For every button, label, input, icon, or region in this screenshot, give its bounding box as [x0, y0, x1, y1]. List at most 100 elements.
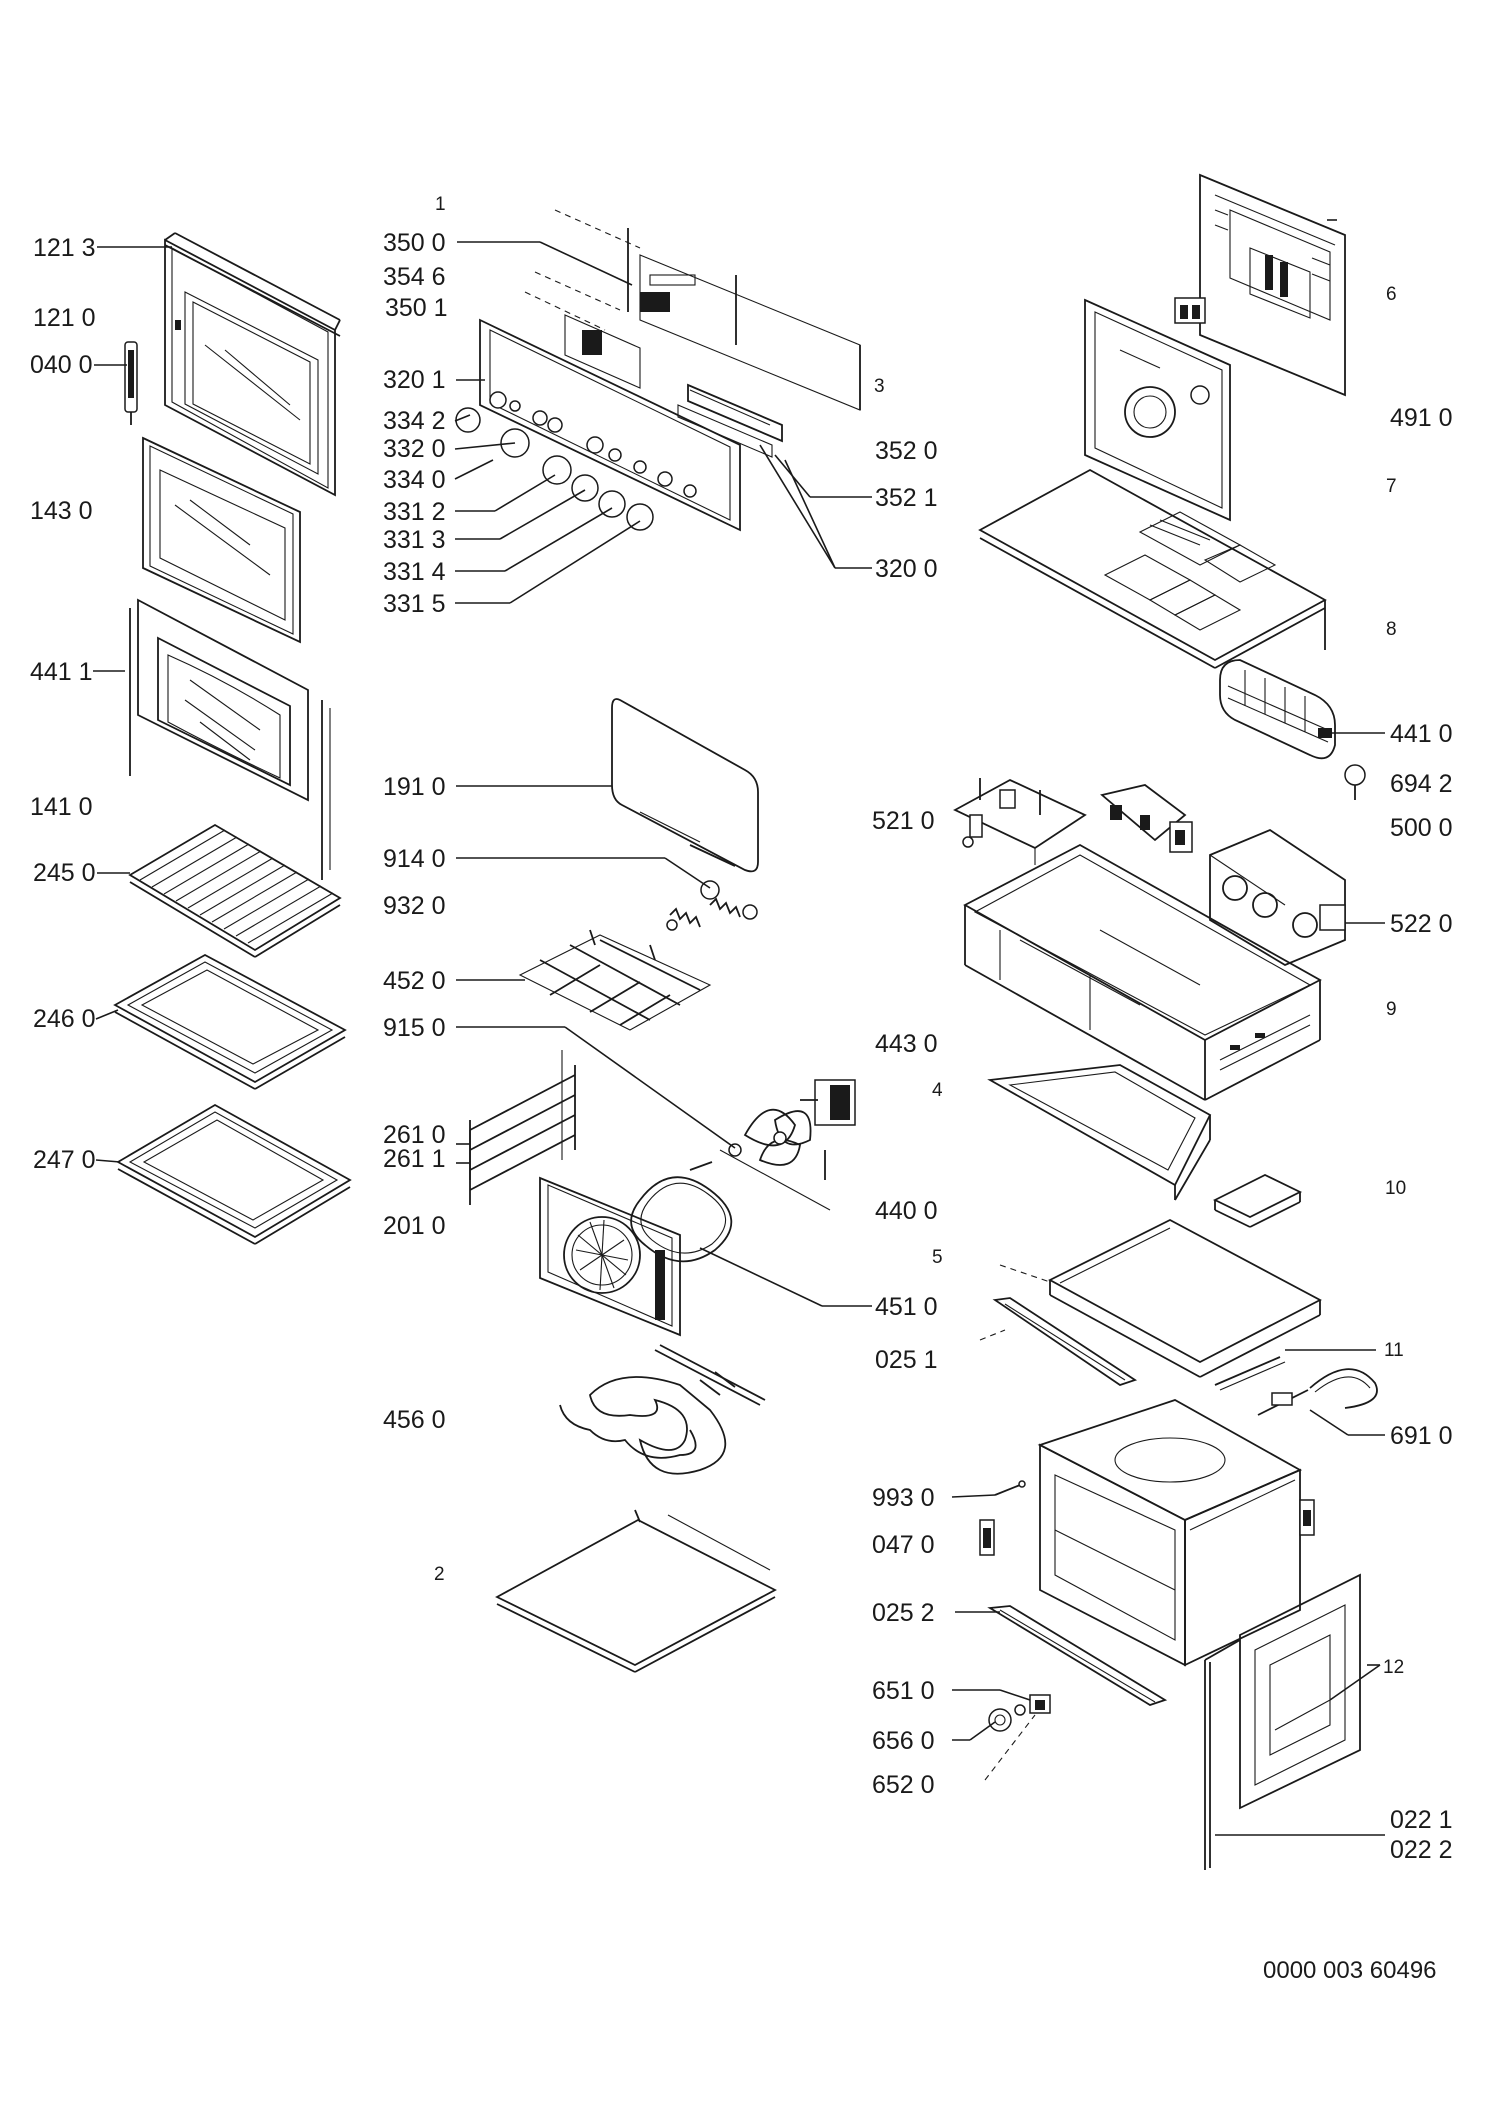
- label-452-0: 452 0: [383, 967, 446, 995]
- oven-cavity-drawing: [1037, 1399, 1315, 1667]
- label-440-0: 440 0: [875, 1197, 938, 1225]
- label-443-0: 443 0: [875, 1030, 938, 1058]
- back-plate-7-drawing: [1084, 297, 1231, 522]
- group-number-2: 2: [434, 1564, 445, 1585]
- door-main-glass-drawing: [129, 598, 331, 880]
- group-number-7: 7: [1386, 476, 1397, 497]
- terminals-522-drawing: [1209, 828, 1346, 967]
- label-491-0: 491 0: [1390, 404, 1453, 432]
- label-441-1: 441 1: [30, 658, 93, 686]
- document-code: 0000 003 60496: [1263, 1957, 1437, 1984]
- label-191-0: 191 0: [383, 773, 446, 801]
- label-350-0: 350 0: [383, 229, 446, 257]
- rear-panel-191-drawing: [611, 698, 759, 873]
- label-331-4: 331 4: [383, 558, 446, 586]
- group-number-12: 12: [1383, 1657, 1404, 1678]
- group-number-8: 8: [1386, 619, 1397, 640]
- group-number-1: 1: [435, 194, 446, 215]
- side-panel-12-drawing: [1204, 1573, 1361, 1870]
- tray-246-drawing: [113, 953, 347, 1090]
- label-915-0: 915 0: [383, 1014, 446, 1042]
- motor-694-drawing: [1344, 764, 1366, 800]
- shelf-support-452-drawing: [518, 929, 712, 1031]
- top-plate-8-drawing: [978, 468, 1327, 669]
- switch-651-656-652-drawing: [988, 1694, 1051, 1732]
- module-500-drawing: [1100, 784, 1193, 853]
- leader-lines: [93, 219, 1385, 1836]
- group-number-6: 6: [1386, 284, 1397, 305]
- label-652-0: 652 0: [872, 1771, 935, 1799]
- bracket-521-drawing: [953, 778, 1087, 865]
- label-350-1: 350 1: [385, 294, 448, 322]
- label-332-0: 332 0: [383, 435, 446, 463]
- label-334-0: 334 0: [383, 466, 446, 494]
- label-456-0: 456 0: [383, 1406, 446, 1434]
- rack-245-drawing: [128, 823, 342, 958]
- strip-025-1-drawing: [979, 1297, 1138, 1386]
- springs-932-drawing: [666, 880, 758, 931]
- chassis-9-drawing: [963, 843, 1322, 1101]
- label-932-0: 932 0: [383, 892, 446, 920]
- control-panel-drawing: [455, 209, 861, 532]
- label-121-3: 121 3: [33, 234, 96, 262]
- clip-047-drawing: [979, 1519, 995, 1556]
- label-451-0: 451 0: [875, 1293, 938, 1321]
- insulation-5-drawing: [999, 1218, 1322, 1378]
- label-022-1: 022 1: [1390, 1806, 1453, 1834]
- label-047-0: 047 0: [872, 1531, 935, 1559]
- group-number-4: 4: [932, 1080, 943, 1101]
- group-number-5: 5: [932, 1247, 943, 1268]
- label-522-0: 522 0: [1390, 910, 1453, 938]
- label-914-0: 914 0: [383, 845, 446, 873]
- label-141-0: 141 0: [30, 793, 93, 821]
- tray-247-drawing: [116, 1103, 352, 1245]
- label-691-0: 691 0: [1390, 1422, 1453, 1450]
- label-521-0: 521 0: [872, 807, 935, 835]
- label-121-0: 121 0: [33, 304, 96, 332]
- duct-4-drawing: [987, 1064, 1212, 1201]
- label-025-2: 025 2: [872, 1599, 935, 1627]
- label-245-0: 245 0: [33, 859, 96, 887]
- grill-element-456-drawing: [559, 1344, 766, 1475]
- part-11-drawing: [1214, 1356, 1286, 1391]
- label-441-0: 441 0: [1390, 720, 1453, 748]
- label-500-0: 500 0: [1390, 814, 1453, 842]
- sensor-691-drawing: [1257, 1368, 1378, 1416]
- label-656-0: 656 0: [872, 1727, 935, 1755]
- label-352-1: 352 1: [875, 484, 938, 512]
- group-number-10: 10: [1385, 1178, 1406, 1199]
- label-261-1: 261 1: [383, 1145, 446, 1173]
- label-331-5: 331 5: [383, 590, 446, 618]
- label-331-2: 331 2: [383, 498, 446, 526]
- door-inner-glass-drawing: [142, 436, 301, 644]
- label-694-2: 694 2: [1390, 770, 1453, 798]
- label-022-2: 022 2: [1390, 1836, 1453, 1864]
- label-246-0: 246 0: [33, 1005, 96, 1033]
- label-201-0: 201 0: [383, 1212, 446, 1240]
- strip-025-2-drawing: [987, 1605, 1168, 1706]
- rear-cover-491-drawing: [1199, 173, 1346, 397]
- label-993-0: 993 0: [872, 1484, 935, 1512]
- label-331-3: 331 3: [383, 526, 446, 554]
- tangential-fan-441-drawing: [1219, 659, 1336, 760]
- door-top-strip-drawing: [164, 244, 341, 337]
- heating-ring-451-drawing: [630, 1161, 733, 1263]
- label-352-0: 352 0: [875, 437, 938, 465]
- label-143-0: 143 0: [30, 497, 93, 525]
- part-labels: 121 3 121 0 040 0 143 0 441 1 141 0 245 …: [30, 229, 1453, 1864]
- group-number-3: 3: [874, 376, 885, 397]
- label-025-1: 025 1: [875, 1346, 938, 1374]
- label-320-0: 320 0: [875, 555, 938, 583]
- group-numbers: 1 2 3 4 5 6 7 8 9 10 11 12: [434, 194, 1406, 1678]
- group-number-11: 11: [1384, 1340, 1404, 1361]
- base-tray-2-drawing: [495, 1509, 777, 1673]
- label-334-2: 334 2: [383, 407, 446, 435]
- label-354-6: 354 6: [383, 263, 446, 291]
- label-320-1: 320 1: [383, 366, 446, 394]
- door-hinge-drawing: [124, 341, 138, 425]
- fan-assembly-443-drawing: [719, 1079, 856, 1211]
- door-outer-frame-drawing: [164, 232, 341, 497]
- side-rails-261-drawing: [469, 1050, 576, 1205]
